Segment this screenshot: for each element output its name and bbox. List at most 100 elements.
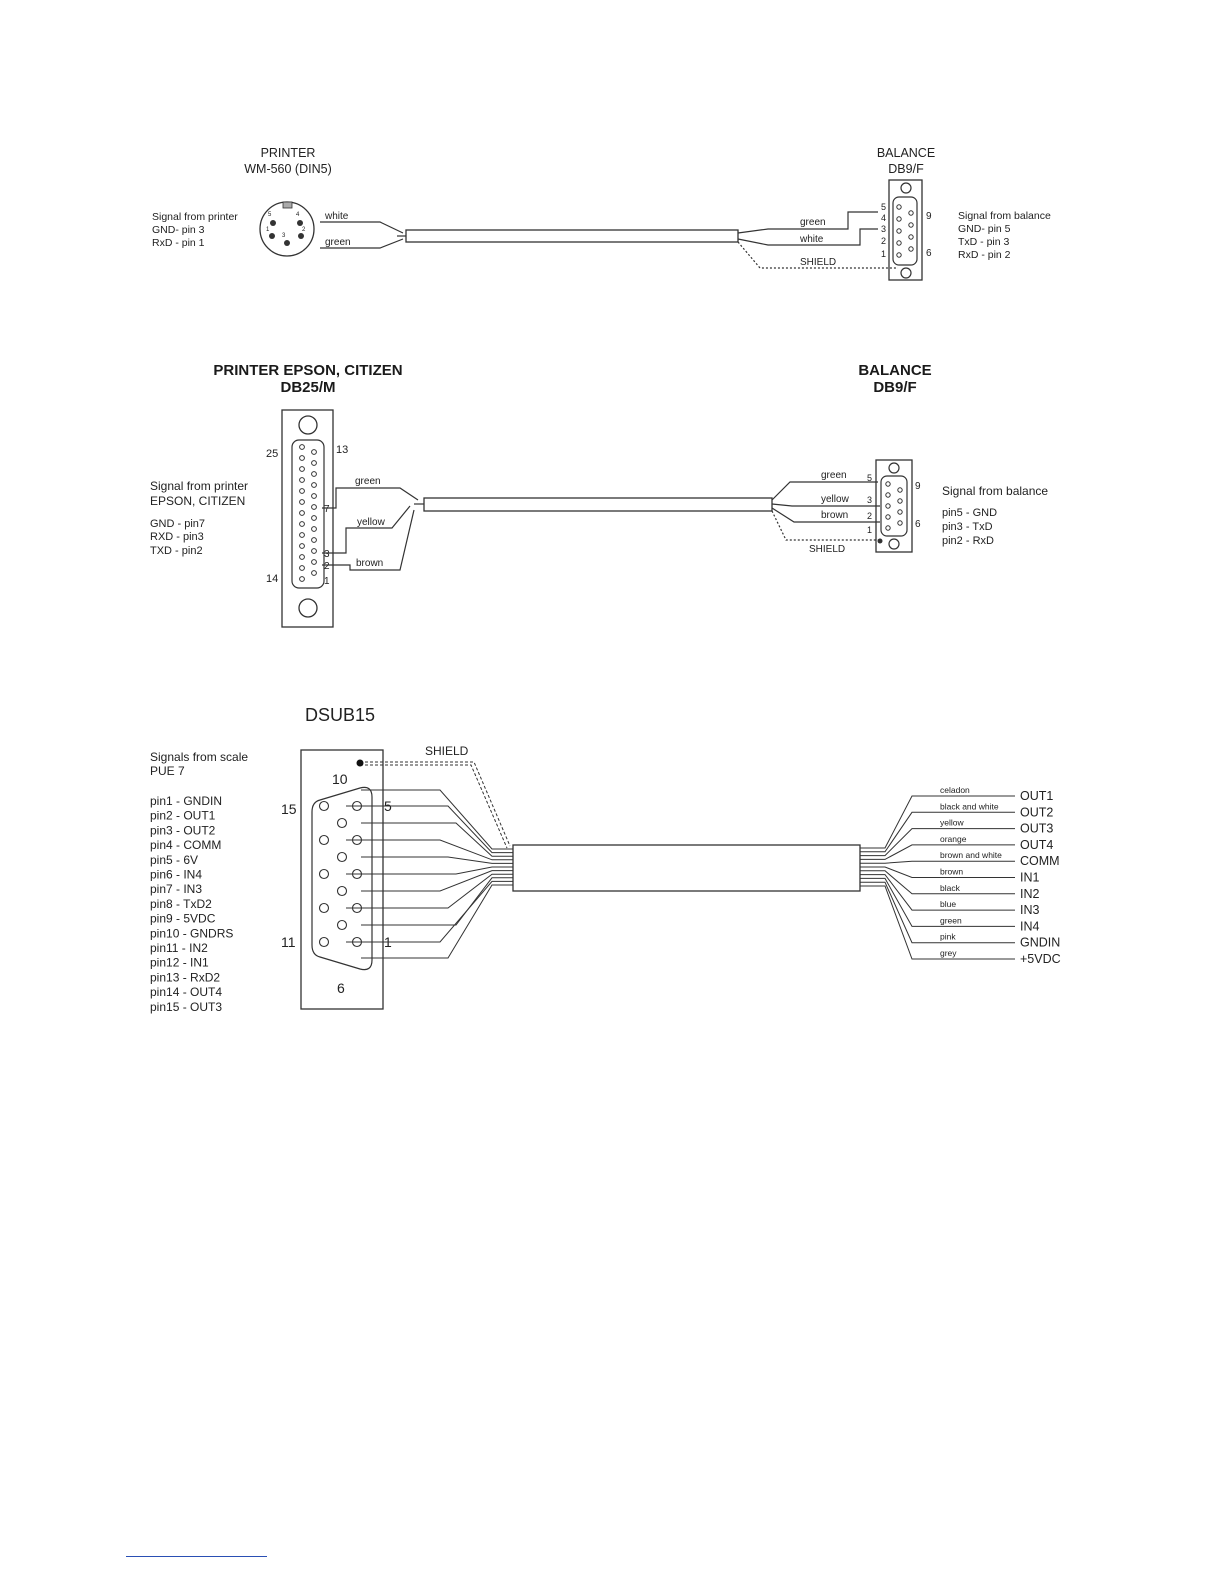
shield-label: SHIELD xyxy=(800,257,836,268)
wire-left-yellow: yellow xyxy=(357,517,386,528)
db25-pin-2: 2 xyxy=(324,561,330,572)
db25-pin-13: 13 xyxy=(336,444,348,456)
db9-pin-1: 1 xyxy=(881,249,886,259)
wire-right-green: green xyxy=(800,217,826,228)
db9-pin-6: 6 xyxy=(926,248,932,259)
diagram-din5-to-db9: PRINTER WM-560 (DIN5) BALANCE DB9/F Sign… xyxy=(152,146,1051,281)
wire-color-label: black xyxy=(940,883,961,893)
wire-color-label: yellow xyxy=(940,818,964,828)
pin-list-item: pin2 - OUT1 xyxy=(150,809,216,823)
left-signal-head: Signal from printer xyxy=(152,211,238,223)
left-signal-rxd: RxD - pin 1 xyxy=(152,237,205,249)
din-pin-4: 4 xyxy=(296,212,300,218)
shield-wire xyxy=(360,761,511,849)
db25-pin xyxy=(299,477,305,483)
db25-pin xyxy=(311,460,317,466)
wire-signal-label: OUT4 xyxy=(1020,838,1053,852)
wire-color-label: black and white xyxy=(940,801,999,811)
signals-head: Signals from scale xyxy=(150,750,248,764)
db25-pin xyxy=(311,526,317,532)
wire-color-label: orange xyxy=(940,834,967,844)
balance-title: BALANCE xyxy=(877,146,935,160)
wire-signal-label: IN2 xyxy=(1020,887,1040,901)
db25-pin-grid xyxy=(299,444,317,582)
db25-pin xyxy=(299,543,305,549)
db25-pin xyxy=(311,504,317,510)
db25-pin xyxy=(299,455,305,461)
db25-pin xyxy=(299,565,305,571)
db25-pin xyxy=(299,444,305,450)
wire-signal-label: GNDIN xyxy=(1020,936,1060,950)
dsub-pin-11: 11 xyxy=(281,934,296,950)
dsub-wire xyxy=(361,822,513,857)
db25-pin xyxy=(299,554,305,560)
left-signal-head: Signal from printer xyxy=(150,479,248,493)
wires-right xyxy=(771,481,880,541)
dsub-wire xyxy=(346,880,513,943)
pin-list-item: pin3 - OUT2 xyxy=(150,823,216,837)
right-signal-rxd: RxD - pin 2 xyxy=(958,249,1011,261)
dsub-pin-6: 6 xyxy=(337,980,345,996)
dsub15-pin xyxy=(318,800,330,812)
diagram-db25-to-db9: PRINTER EPSON, CITIZEN DB25/M BALANCE DB… xyxy=(150,362,1048,628)
dsub15-pin xyxy=(336,817,348,829)
fanout-wire xyxy=(860,866,1015,878)
dsub15-pin xyxy=(318,902,330,914)
db25-pin xyxy=(299,510,305,516)
db9-pin-3: 3 xyxy=(881,224,886,234)
shield-label: SHIELD xyxy=(809,544,845,555)
db25-pin xyxy=(299,466,305,472)
db25-pin xyxy=(311,537,317,543)
din-pin-3: 3 xyxy=(282,233,286,239)
wire-right-brown: brown xyxy=(821,510,848,521)
wire-left-white: white xyxy=(324,211,349,222)
pin-list-item: pin5 - 6V xyxy=(150,853,198,867)
db9-pin-6: 6 xyxy=(915,519,921,530)
wire-right-yellow: yellow xyxy=(821,494,850,505)
db9-pin-5: 5 xyxy=(867,473,872,483)
wire-signal-label: IN4 xyxy=(1020,919,1040,933)
db25-pin xyxy=(311,570,317,576)
wire-signal-label: COMM xyxy=(1020,854,1060,868)
dsub15-connector: 10 15 5 11 1 6 xyxy=(281,749,392,1010)
wire-right-green: green xyxy=(821,470,847,481)
left-signal-gnd: GND- pin 3 xyxy=(152,224,205,236)
left-signal-gnd: GND - pin7 xyxy=(150,518,205,530)
dsub-wire xyxy=(346,873,513,909)
footer-rule xyxy=(126,1556,267,1557)
pin-list-item: pin15 - OUT3 xyxy=(150,1000,222,1014)
pin-list-item: pin11 - IN2 xyxy=(150,941,208,955)
dsub-wire xyxy=(346,839,513,861)
cable-2 xyxy=(423,497,773,512)
wire-color-label: celadon xyxy=(940,785,970,795)
wire-left-green: green xyxy=(355,476,381,487)
wire-color-label: brown and white xyxy=(940,850,1002,860)
db9-pin-5: 5 xyxy=(881,202,886,212)
dsub-wire xyxy=(361,877,513,926)
db25-pin-25: 25 xyxy=(266,448,278,460)
pin-list-item: pin7 - IN3 xyxy=(150,882,202,896)
wire-signal-label: IN1 xyxy=(1020,871,1040,885)
db9-pin-3: 3 xyxy=(867,495,872,505)
pin-list-item: pin9 - 5VDC xyxy=(150,912,216,926)
db25-pin xyxy=(311,548,317,554)
shield-label: SHIELD xyxy=(425,744,469,758)
db25-pin-14: 14 xyxy=(266,573,278,585)
pin-list-item: pin10 - GNDRS xyxy=(150,926,233,940)
left-signal-head-2: EPSON, CITIZEN xyxy=(150,494,245,508)
fanout-wire xyxy=(860,795,1015,849)
db9-pin-2: 2 xyxy=(867,511,872,521)
din-pin-1: 1 xyxy=(266,227,270,233)
db25-pin xyxy=(311,559,317,565)
wires-right xyxy=(737,211,898,269)
wire-left-green: green xyxy=(325,237,351,248)
dsub15-pin xyxy=(318,936,330,948)
signals-head-2: PUE 7 xyxy=(150,764,185,778)
din5-connector: 5 4 1 3 2 xyxy=(259,201,315,257)
connector-title: DSUB15 xyxy=(305,705,375,725)
db9-pin-2: 2 xyxy=(881,236,886,246)
printer-model: WM-560 (DIN5) xyxy=(244,162,332,176)
